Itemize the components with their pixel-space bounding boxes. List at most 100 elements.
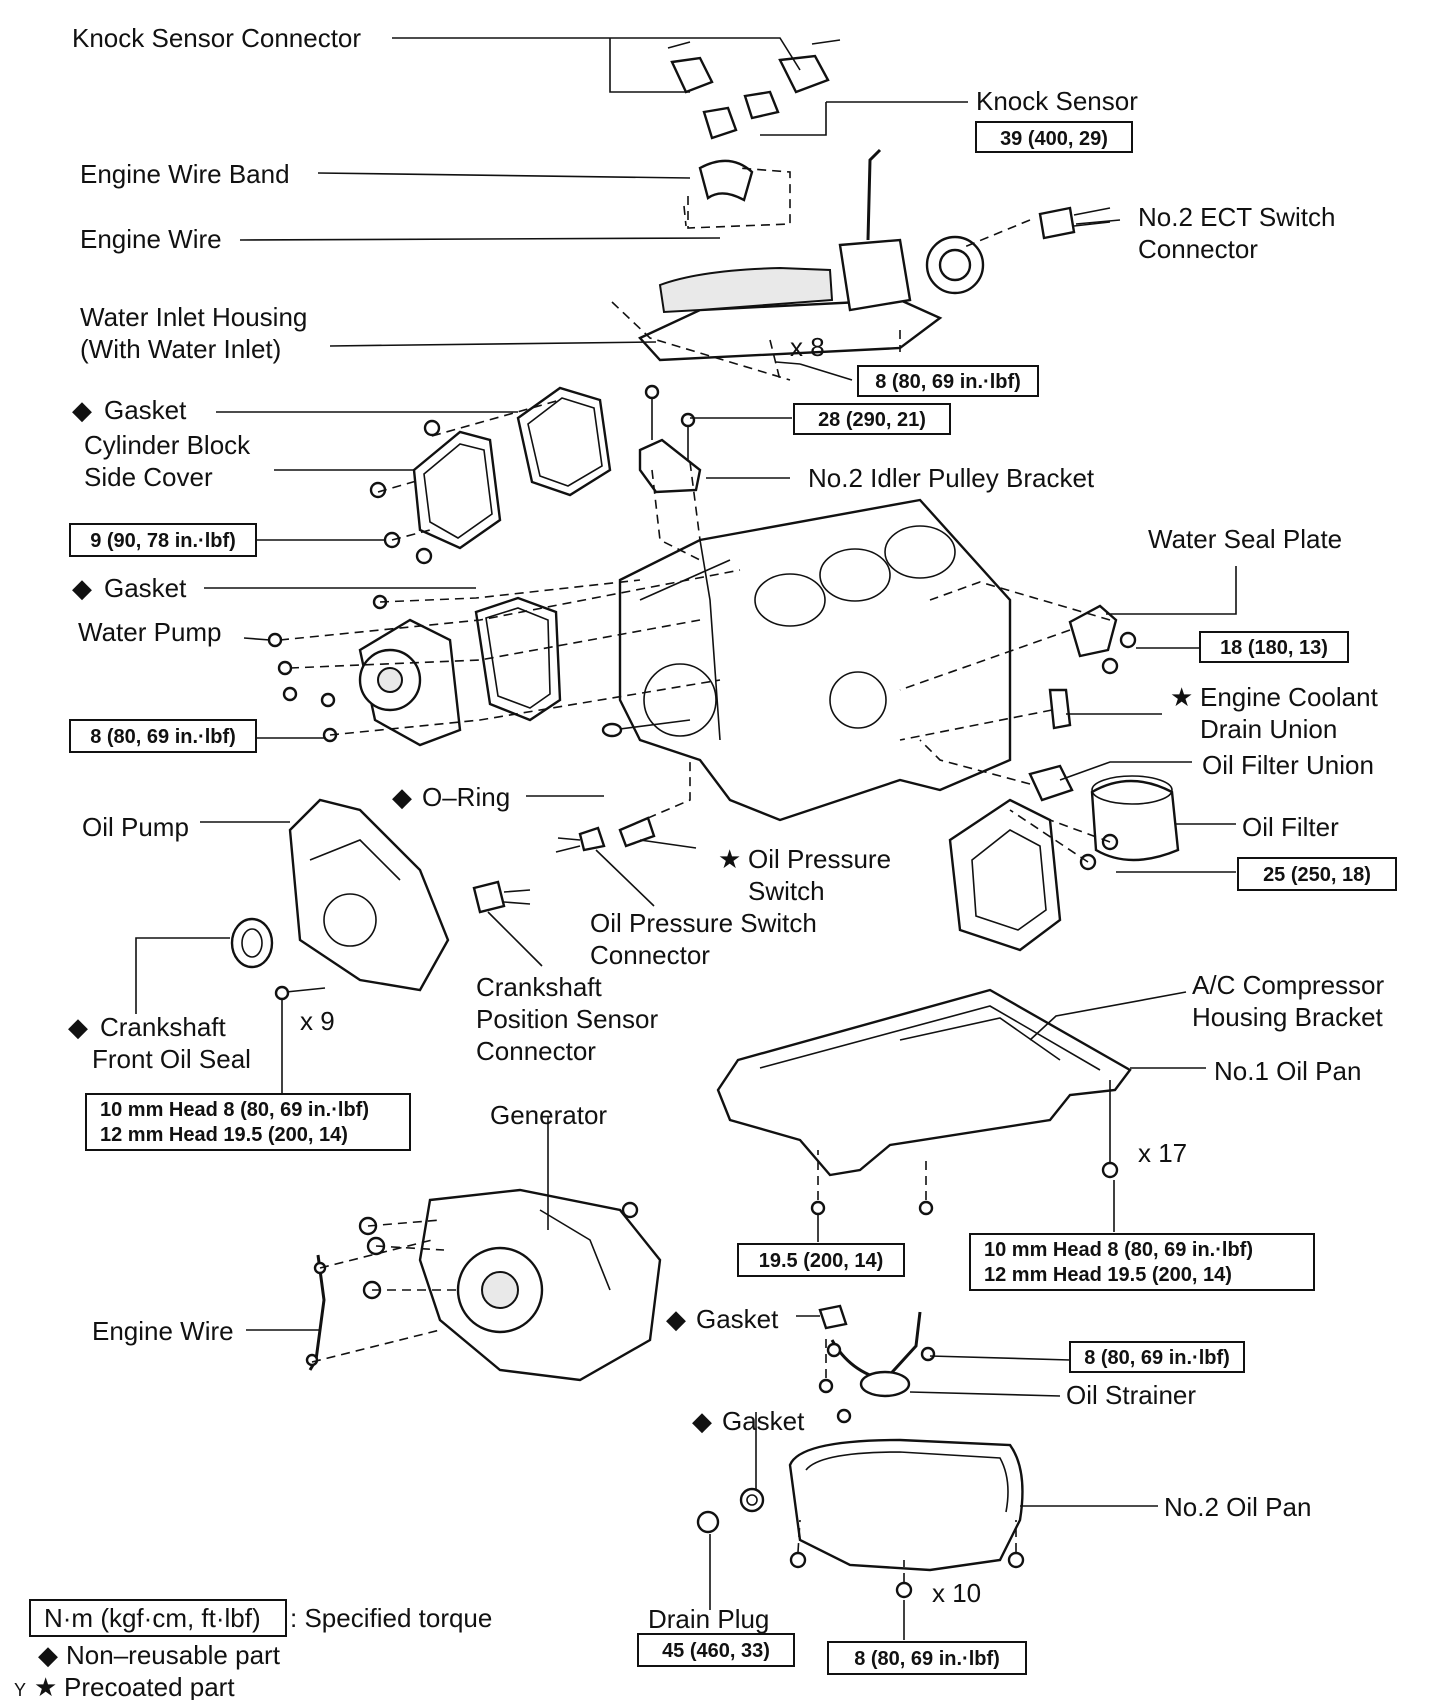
symbol-non-reusable-o-ring: ◆: [392, 782, 412, 812]
label-ac-compressor-housing-bracket-1: A/C Compressor: [1192, 970, 1384, 1000]
torque-box-oil-pump: 10 mm Head 8 (80, 69 in.·lbf) 12 mm Head…: [85, 1093, 411, 1151]
label-no1-oil-pan: No.1 Oil Pan: [1214, 1056, 1361, 1086]
label-x10: x 10: [932, 1578, 981, 1608]
crankshaft-position-sensor-connector-part: [472, 880, 531, 914]
label-x9: x 9: [300, 1006, 335, 1036]
torque-box-oil-pan2: 8 (80, 69 in.·lbf): [827, 1641, 1027, 1675]
label-gasket-drain: Gasket: [722, 1406, 805, 1436]
oil-pressure-switch-part: [555, 816, 656, 853]
symbol-non-reusable-oil-seal: ◆: [68, 1012, 88, 1042]
torque-water-pump: 8 (80, 69 in.·lbf): [90, 726, 236, 748]
label-x17: x 17: [1138, 1138, 1187, 1168]
torque-oil-pan1-10mm: 10 mm Head 8 (80, 69 in.·lbf): [984, 1239, 1253, 1261]
assembly-lines: [279, 167, 1111, 1582]
torque-box-oil-strainer: 8 (80, 69 in.·lbf): [1069, 1341, 1245, 1373]
water-seal-plate-part: [1068, 604, 1137, 675]
drain-plug-part: [696, 1487, 765, 1534]
oil-pump-bolt-part: [274, 985, 326, 1001]
label-oil-strainer: Oil Strainer: [1066, 1380, 1196, 1410]
torque-side-cover: 9 (90, 78 in.·lbf): [90, 530, 236, 552]
label-cylinder-block-side-cover-2: Side Cover: [84, 462, 213, 492]
torque-water-seal-plate: 18 (180, 13): [1220, 637, 1328, 659]
knock-sensor-part: [667, 39, 841, 140]
label-oil-pressure-switch-connector-1: Oil Pressure Switch: [590, 908, 817, 938]
water-inlet-housing-part: [638, 148, 1111, 362]
symbol-non-reusable-gasket-drain: ◆: [692, 1406, 712, 1436]
label-ac-compressor-housing-bracket-2: Housing Bracket: [1192, 1002, 1384, 1032]
legend-precoated-symbol: ★: [34, 1672, 57, 1700]
label-crankshaft-front-oil-seal-1: Crankshaft: [100, 1012, 226, 1042]
torque-box-knock-sensor: 39 (400, 29): [975, 121, 1133, 153]
label-oil-filter-union: Oil Filter Union: [1202, 750, 1374, 780]
label-oil-filter: Oil Filter: [1242, 812, 1339, 842]
label-drain-plug: Drain Plug: [648, 1604, 769, 1634]
label-engine-coolant-drain-union-2: Drain Union: [1200, 714, 1337, 744]
generator-part: [358, 1188, 662, 1382]
label-knock-sensor: Knock Sensor: [976, 86, 1138, 116]
label-engine-wire-band: Engine Wire Band: [80, 159, 290, 189]
label-water-pump: Water Pump: [78, 617, 222, 647]
oil-strainer-part: [818, 1304, 936, 1424]
symbol-precoated-drain-union: ★: [1170, 682, 1193, 712]
cylinder-block-side-cover-part: [369, 419, 502, 565]
label-water-inlet-housing-2: (With Water Inlet): [80, 334, 281, 364]
no1-oil-pan-part: [716, 988, 1132, 1216]
torque-box-oil-filter: 25 (250, 18): [1237, 857, 1397, 891]
torque-oil-pan2: 8 (80, 69 in.·lbf): [854, 1648, 1000, 1670]
torque-knock-sensor: 39 (400, 29): [1000, 128, 1108, 150]
torque-box-water-inlet-housing: 8 (80, 69 in.·lbf): [857, 365, 1039, 397]
torque-box-oil-pan1-bolts: 10 mm Head 8 (80, 69 in.·lbf) 12 mm Head…: [969, 1233, 1315, 1291]
torque-oil-filter-area: 25 (250, 18): [1263, 864, 1371, 886]
label-engine-coolant-drain-union-1: Engine Coolant: [1200, 682, 1379, 712]
torque-box-oil-pan1-nuts: 19.5 (200, 14): [737, 1243, 905, 1277]
oil-filter-union-part: [1028, 764, 1074, 802]
label-gasket-water-pump: Gasket: [104, 573, 187, 603]
torque-oil-strainer: 8 (80, 69 in.·lbf): [1084, 1347, 1230, 1369]
legend-torque-box-text: N·m (kgf·cm, ft·lbf): [44, 1603, 261, 1633]
label-gasket-strainer: Gasket: [696, 1304, 779, 1334]
torque-box-side-cover: 9 (90, 78 in.·lbf): [69, 523, 257, 557]
engine-wire-band-part: [698, 159, 754, 202]
torque-oil-pan1-nuts: 19.5 (200, 14): [759, 1250, 884, 1272]
legend-precoated-text: Precoated part: [64, 1672, 235, 1700]
label-water-inlet-housing-1: Water Inlet Housing: [80, 302, 307, 332]
label-oil-pressure-switch-connector-2: Connector: [590, 940, 710, 970]
symbol-non-reusable-gasket-strainer: ◆: [666, 1304, 686, 1334]
label-cylinder-block-side-cover-1: Cylinder Block: [84, 430, 251, 460]
engine-coolant-drain-union-part: [1048, 688, 1072, 730]
label-o-ring: O–Ring: [422, 782, 510, 812]
crankshaft-front-oil-seal-part: [230, 917, 274, 969]
oil-pump-part: [288, 798, 450, 992]
label-crankshaft-front-oil-seal-2: Front Oil Seal: [92, 1044, 251, 1074]
torque-box-water-seal-plate: 18 (180, 13): [1199, 631, 1349, 663]
symbol-non-reusable-gasket-2: ◆: [72, 573, 92, 603]
label-knock-sensor-connector: Knock Sensor Connector: [72, 23, 361, 53]
symbol-precoated-oil-pressure-switch: ★: [718, 844, 741, 874]
label-gasket-side-cover: Gasket: [104, 395, 187, 425]
cylinder-block-part: [601, 498, 1012, 822]
legend-corner-mark: Y: [14, 1680, 26, 1700]
legend-torque-desc: : Specified torque: [290, 1603, 492, 1633]
torque-idler-pulley-bracket: 28 (290, 21): [818, 409, 926, 431]
label-no2-oil-pan: No.2 Oil Pan: [1164, 1492, 1311, 1522]
legend-non-reusable-text: Non–reusable part: [66, 1640, 281, 1670]
no2-oil-pan-part: [788, 1438, 1025, 1599]
legend: N·m (kgf·cm, ft·lbf) : Specified torque …: [14, 1599, 492, 1700]
label-oil-pressure-switch-1: Oil Pressure: [748, 844, 891, 874]
label-crankshaft-position-sensor-connector-2: Position Sensor: [476, 1004, 658, 1034]
torque-water-inlet-housing: 8 (80, 69 in.·lbf): [875, 371, 1021, 393]
torque-oil-pump-10mm: 10 mm Head 8 (80, 69 in.·lbf): [100, 1099, 369, 1121]
water-pump-part: [267, 594, 462, 747]
symbol-non-reusable-gasket-1: ◆: [72, 395, 92, 425]
label-generator: Generator: [490, 1100, 607, 1130]
idler-pulley-bracket-part: [638, 384, 702, 494]
label-oil-pump: Oil Pump: [82, 812, 189, 842]
label-water-seal-plate: Water Seal Plate: [1148, 524, 1342, 554]
label-oil-pressure-switch-2: Switch: [748, 876, 825, 906]
label-no2-idler-pulley-bracket: No.2 Idler Pulley Bracket: [808, 463, 1095, 493]
torque-oil-pump-12mm: 12 mm Head 19.5 (200, 14): [100, 1124, 348, 1146]
label-engine-wire-top: Engine Wire: [80, 224, 222, 254]
leader-lines: [135, 37, 1237, 1640]
ac-compressor-bracket-part: [948, 798, 1119, 952]
torque-box-water-pump: 8 (80, 69 in.·lbf): [69, 719, 257, 753]
